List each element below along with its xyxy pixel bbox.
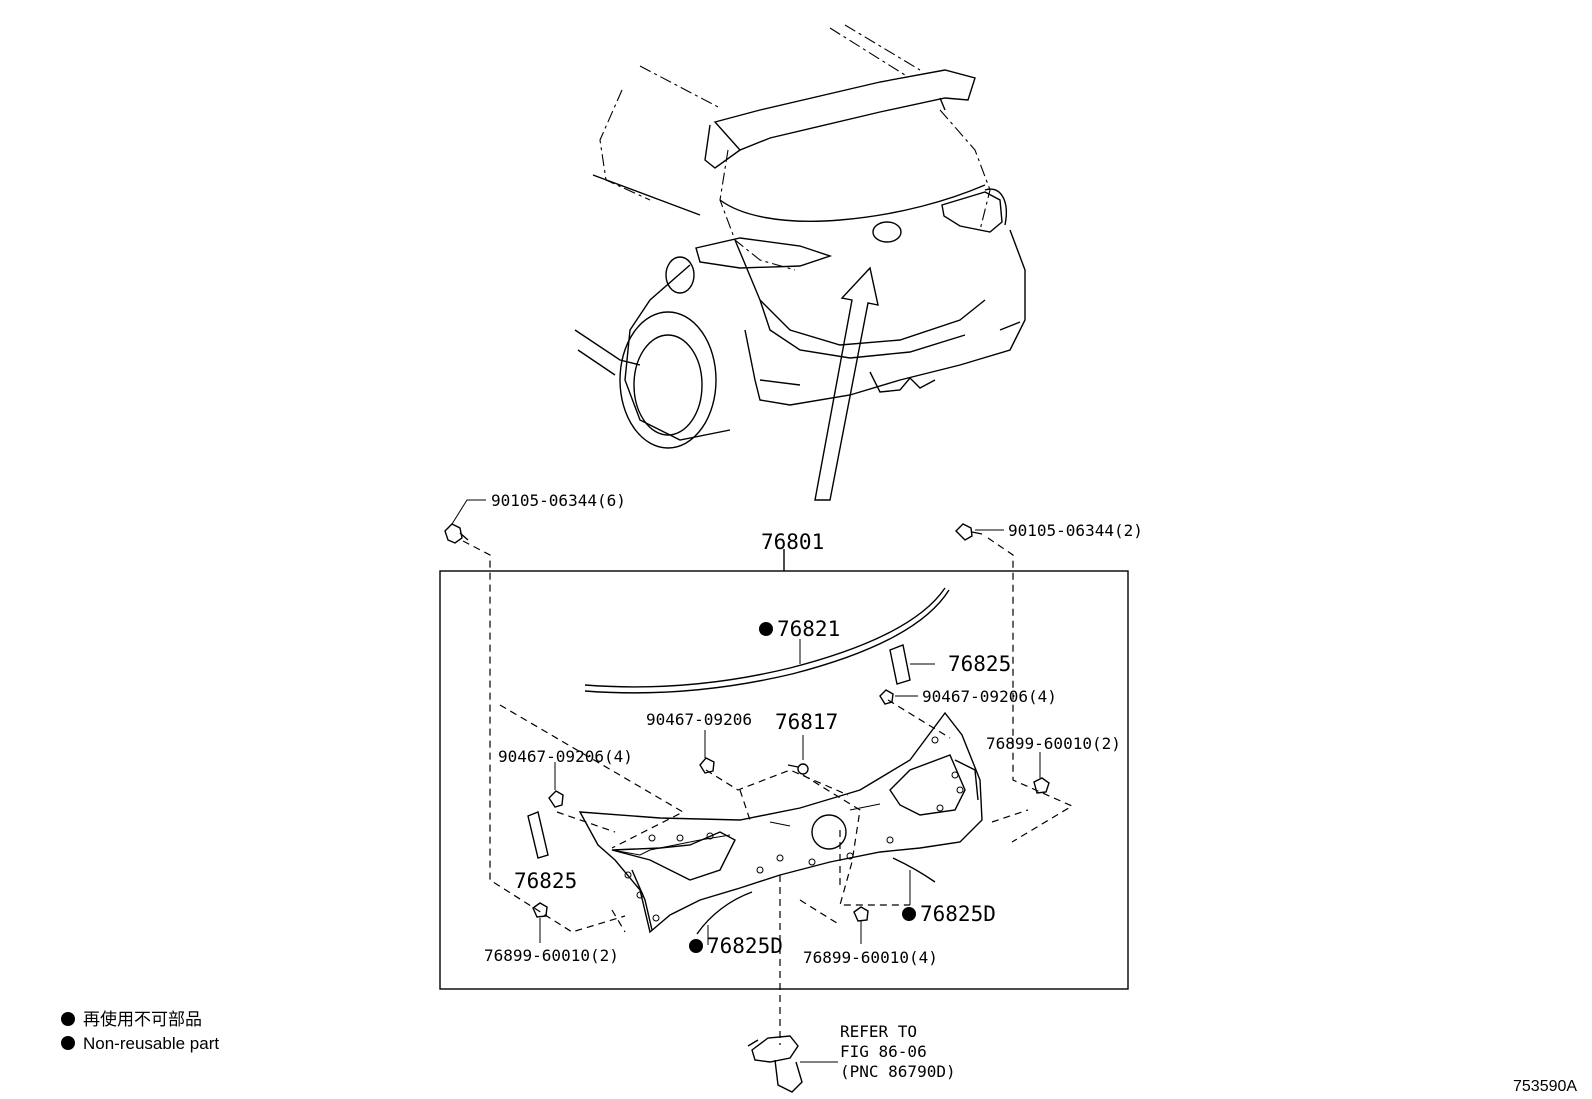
- refer-line-3: (PNC 86790D): [840, 1062, 956, 1081]
- label-nut-bottom-center: 76899-60010(4): [803, 948, 938, 967]
- non-reusable-marker-icon: [759, 622, 773, 636]
- emblem-clip-icon: [787, 763, 809, 775]
- clip-icon: [548, 790, 564, 808]
- label-clip-center: 90467-09206: [646, 710, 752, 729]
- clip-icon: [879, 689, 894, 705]
- label-assembly: 76801: [761, 530, 824, 554]
- legend-marker-icon: [61, 1012, 75, 1026]
- refer-line-2: FIG 86-06: [840, 1042, 927, 1061]
- bolt-icon: [444, 523, 469, 544]
- label-clip-left: 90467-09206(4): [498, 747, 633, 766]
- label-bolt-top-right: 90105-06344(2): [1008, 521, 1143, 540]
- moulding-76821: [584, 587, 946, 688]
- legend-japanese: 再使用不可部品: [83, 1009, 202, 1029]
- clip-icon: [699, 757, 715, 774]
- strip-76825D-left: [696, 891, 753, 935]
- pad-76825-left: [527, 811, 549, 859]
- label-strip-left: 76825D: [707, 934, 783, 958]
- label-emblem: 76817: [775, 710, 838, 734]
- strip-76825D-right: [892, 857, 936, 883]
- bolt-icon: [955, 523, 983, 541]
- legend-marker-icon: [61, 1036, 75, 1050]
- label-moulding: 76821: [777, 617, 840, 641]
- garnish-panel: [578, 711, 983, 934]
- wheel-icon: [619, 311, 717, 449]
- refer-line-1: REFER TO: [840, 1022, 917, 1041]
- figure-id: 753590A: [1513, 1078, 1577, 1095]
- label-pad-left: 76825: [514, 869, 577, 893]
- location-arrow-icon: [814, 266, 879, 501]
- non-reusable-marker-icon: [902, 907, 916, 921]
- non-reusable-marker-icon: [689, 939, 703, 953]
- label-strip-right: 76825D: [920, 902, 996, 926]
- vehicle-rear-illustration: [574, 24, 1026, 501]
- nut-icon: [1033, 777, 1050, 794]
- bracket-ref-part-icon: [747, 1035, 838, 1093]
- label-bolt-top-left: 90105-06344(6): [491, 491, 626, 510]
- label-pad-right: 76825: [948, 652, 1011, 676]
- label-clip-right: 90467-09206(4): [922, 687, 1057, 706]
- label-nut-right: 76899-60010(2): [986, 734, 1121, 753]
- car-emblem-icon: [872, 221, 902, 243]
- label-nut-bottom-left: 76899-60010(2): [484, 946, 619, 965]
- legend-english: Non-reusable part: [83, 1034, 219, 1053]
- nut-icon: [532, 902, 548, 918]
- nut-icon: [853, 906, 869, 922]
- pad-76825-right: [889, 644, 911, 685]
